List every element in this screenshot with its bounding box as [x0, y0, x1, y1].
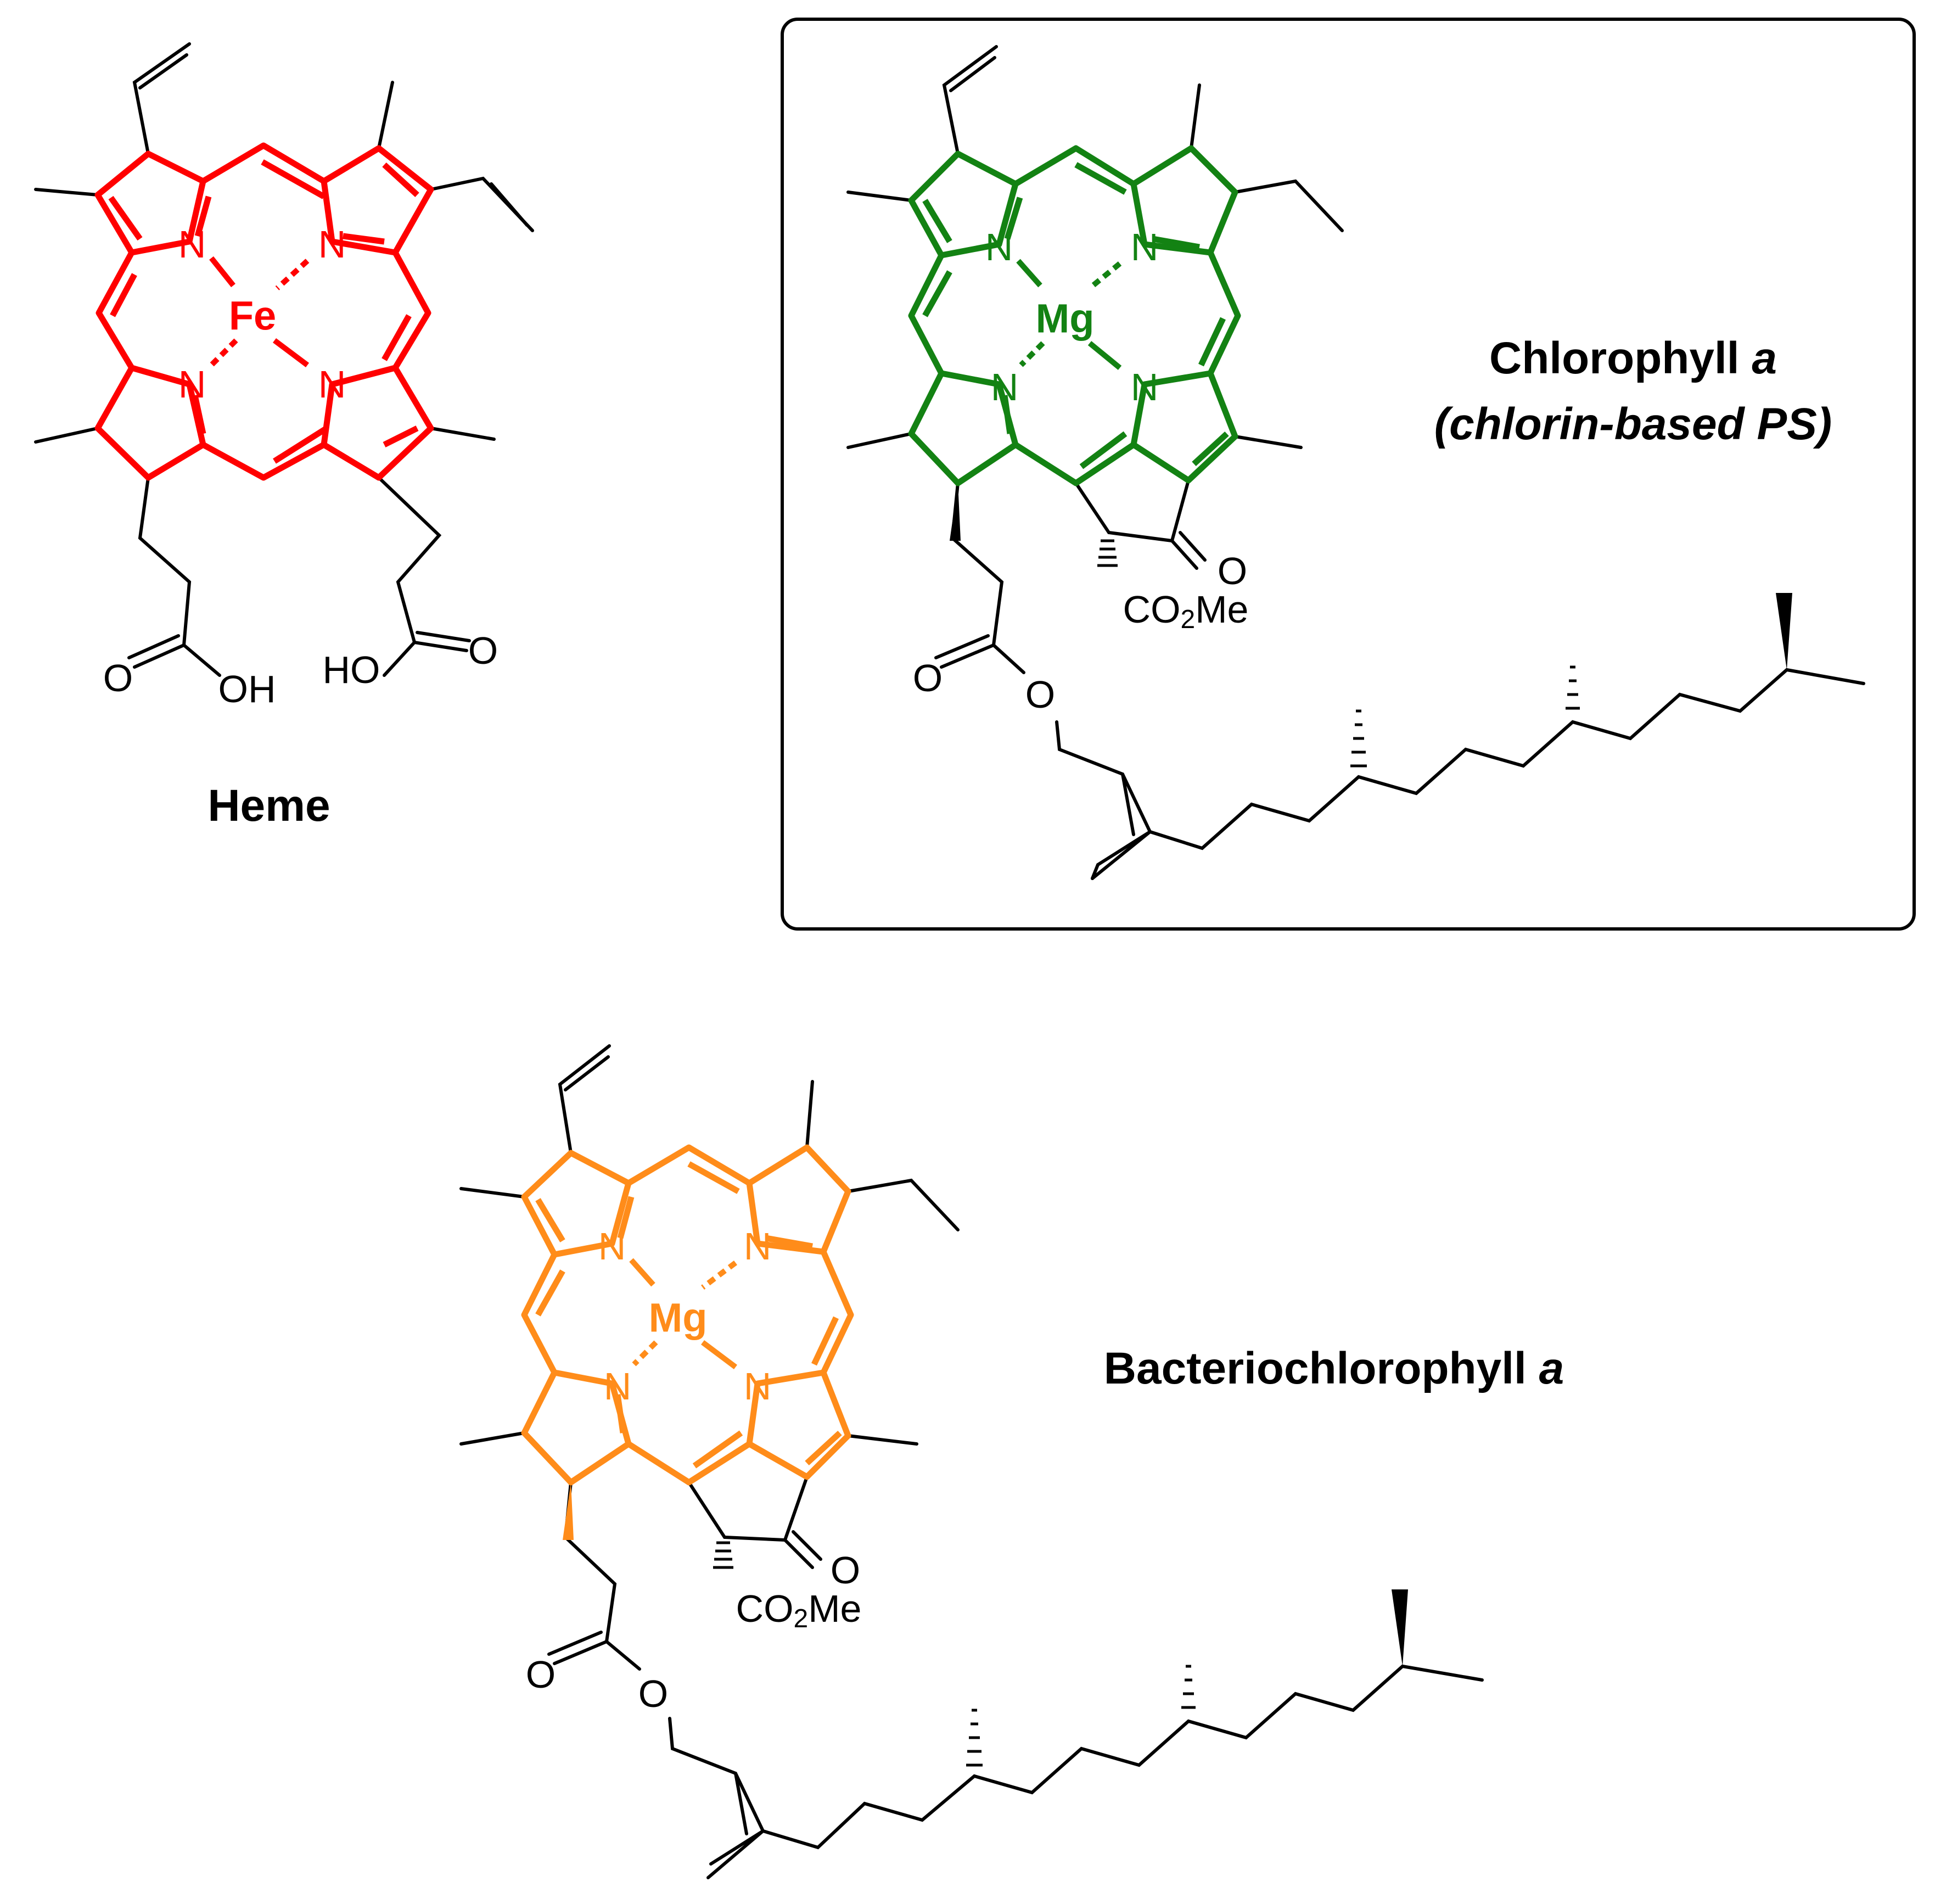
- heme-oxygen: O: [468, 629, 498, 672]
- bchl-substituents: [459, 1044, 1484, 1879]
- bchl-nitrogen: N: [744, 1225, 772, 1268]
- chl-nitrogen: N: [991, 366, 1019, 408]
- chl-metal-bonds: [1016, 259, 1122, 370]
- chl-wedge-bond: [950, 483, 961, 541]
- chl-ester-oxygen: O: [1025, 673, 1055, 716]
- bchl-hash-bond: [713, 1541, 1196, 1767]
- bchl-nitrogen: N: [744, 1365, 772, 1408]
- chlorophyll-a-structure: N N N N Mg O CO2Me O O Chlorophyll a (ch…: [846, 45, 1865, 880]
- chl-methyl-ester: CO2Me: [1123, 588, 1249, 634]
- heme-porphyrin-ring: [94, 142, 434, 481]
- chlorophyll-highlight-box: [781, 18, 1916, 931]
- heme-hydroxyl: HO: [323, 648, 380, 691]
- bchl-ester-oxygen: O: [526, 1653, 556, 1696]
- bchl-nitrogen: N: [604, 1365, 632, 1408]
- bchl-methyl-ester: CO2Me: [736, 1587, 862, 1633]
- chl-caption-name: Chlorophyll a: [1489, 333, 1777, 383]
- chl-hash-bond: [1097, 539, 1580, 768]
- heme-nitrogen: N: [318, 223, 346, 266]
- heme-oxygen: O: [103, 657, 133, 699]
- bchl-nitrogen: N: [598, 1225, 626, 1268]
- heme-iron-center: Fe: [229, 293, 276, 339]
- heme-structure: N N N N Fe O OH HO O Heme: [34, 42, 534, 831]
- chl-magnesium-center: Mg: [1036, 296, 1095, 341]
- chl-chlorin-ring: [908, 145, 1241, 486]
- bchl-magnesium-center: Mg: [649, 1295, 708, 1341]
- bchl-bacteriochlorin-ring: [521, 1144, 854, 1486]
- chl-wedge-bond: [1776, 593, 1792, 670]
- heme-nitrogen: N: [178, 363, 206, 406]
- heme-caption: Heme: [207, 781, 330, 831]
- bchl-keto-oxygen: O: [831, 1549, 860, 1592]
- bchl-metal-bonds: [629, 1258, 737, 1369]
- heme-nitrogen: N: [318, 363, 346, 406]
- bacteriochlorophyll-a-structure: N N N N Mg O CO2Me O O Bacteriochlorophy…: [459, 1044, 1564, 1879]
- heme-hydroxyl: OH: [218, 668, 276, 710]
- chl-nitrogen: N: [1131, 366, 1159, 408]
- heme-nitrogen: N: [178, 223, 206, 266]
- chl-substituents: [846, 45, 1865, 880]
- bchl-caption: Bacteriochlorophyll a: [1104, 1343, 1564, 1393]
- heme-metal-bonds: [209, 256, 310, 367]
- bchl-wedge-bond: [563, 1482, 574, 1540]
- chl-nitrogen: N: [1131, 226, 1159, 268]
- chl-nitrogen: N: [985, 226, 1013, 268]
- chl-caption-subtitle: (chlorin-based PS): [1434, 399, 1832, 449]
- bchl-wedge-bond: [1392, 1589, 1408, 1666]
- chl-ester-oxygen: O: [913, 657, 943, 699]
- heme-substituents: [34, 42, 534, 677]
- bchl-ester-oxygen: O: [638, 1672, 668, 1715]
- chl-keto-oxygen: O: [1218, 550, 1247, 592]
